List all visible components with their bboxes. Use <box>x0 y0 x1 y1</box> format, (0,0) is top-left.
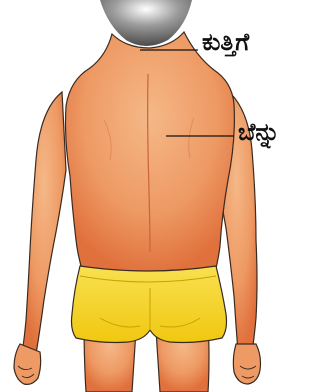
left-arm <box>22 92 66 354</box>
left-hand <box>14 344 41 384</box>
shorts <box>72 266 227 343</box>
back-label: ಬೆನ್ನು <box>238 120 280 144</box>
neck-label: ಕುತ್ತಿಗೆ <box>202 30 249 54</box>
